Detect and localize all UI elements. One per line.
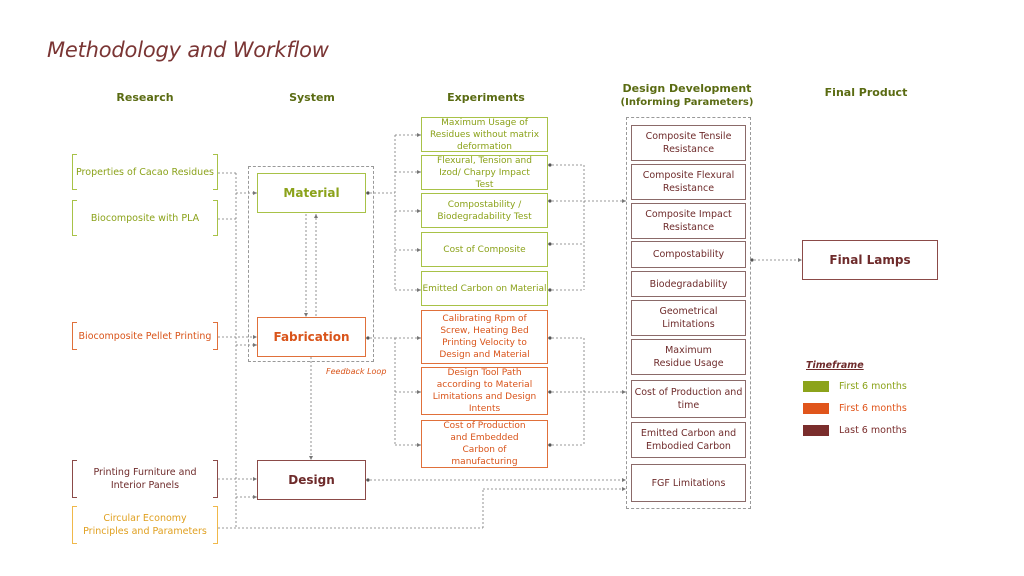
- column-header-final-product: Final Product: [824, 86, 908, 99]
- dev-fgf-limitations: FGF Limitations: [631, 464, 746, 502]
- research-item-cacao-residues: Properties of Cacao Residues: [72, 154, 218, 190]
- column-header-experiments: Experiments: [447, 91, 525, 104]
- design-development-subtitle: (Informing Parameters): [620, 97, 754, 108]
- page-title: Methodology and Workflow: [47, 38, 329, 62]
- legend-swatch-brown: [803, 425, 829, 436]
- dev-tensile-resistance: Composite Tensile Resistance: [631, 125, 746, 161]
- legend-label-green: First 6 months: [839, 381, 907, 392]
- dev-biodegradability: Biodegradability: [631, 271, 746, 297]
- column-header-design-development: Design Development (Informing Parameters…: [620, 82, 754, 110]
- experiment-emitted-carbon: Emitted Carbon on Material: [421, 271, 548, 306]
- experiment-tool-path: Design Tool Path according to Material L…: [421, 367, 548, 415]
- final-lamps: Final Lamps: [802, 240, 938, 280]
- research-item-biocomposite-pla: Biocomposite with PLA: [72, 200, 218, 236]
- legend-swatch-green: [803, 381, 829, 392]
- dev-maximum-residue-usage: Maximum Residue Usage: [631, 339, 746, 375]
- design-development-title: Design Development: [622, 82, 752, 95]
- design-development-group-outline: [626, 117, 751, 509]
- experiment-cost-composite: Cost of Composite: [421, 232, 548, 267]
- legend-label-brown: Last 6 months: [839, 425, 907, 436]
- research-item-printing-furniture: Printing Furniture and Interior Panels: [72, 460, 218, 498]
- experiment-calibrating-rpm: Calibrating Rpm of Screw, Heating Bed Pr…: [421, 310, 548, 364]
- column-header-research: Research: [116, 91, 174, 104]
- research-item-pellet-printing: Biocomposite Pellet Printing: [72, 322, 218, 350]
- system-design: Design: [257, 460, 366, 500]
- feedback-loop-label: Feedback Loop: [326, 367, 387, 376]
- system-material: Material: [257, 173, 366, 213]
- legend-title: Timeframe: [806, 360, 864, 371]
- experiment-compostability: Compostability / Biodegradability Test: [421, 193, 548, 228]
- column-header-system: System: [289, 91, 335, 104]
- dev-geometrical-limitations: Geometrical Limitations: [631, 300, 746, 336]
- dev-flexural-resistance: Composite Flexural Resistance: [631, 164, 746, 200]
- experiment-flexural-tension: Flexural, Tension and Izod/ Charpy Impac…: [421, 155, 548, 190]
- legend-swatch-orange: [803, 403, 829, 414]
- system-group-outline: [248, 166, 374, 362]
- dev-compostability: Compostability: [631, 241, 746, 268]
- dev-impact-resistance: Composite Impact Resistance: [631, 203, 746, 239]
- experiment-cost-production: Cost of Production and Embedded Carbon o…: [421, 420, 548, 468]
- dev-cost-production-time: Cost of Production and time: [631, 380, 746, 418]
- legend-label-orange: First 6 months: [839, 403, 907, 414]
- system-fabrication: Fabrication: [257, 317, 366, 357]
- dev-emitted-embodied-carbon: Emitted Carbon and Embodied Carbon: [631, 422, 746, 458]
- experiment-residue-usage: Maximum Usage of Residues without matrix…: [421, 117, 548, 152]
- research-item-circular-economy: Circular Economy Principles and Paramete…: [72, 506, 218, 544]
